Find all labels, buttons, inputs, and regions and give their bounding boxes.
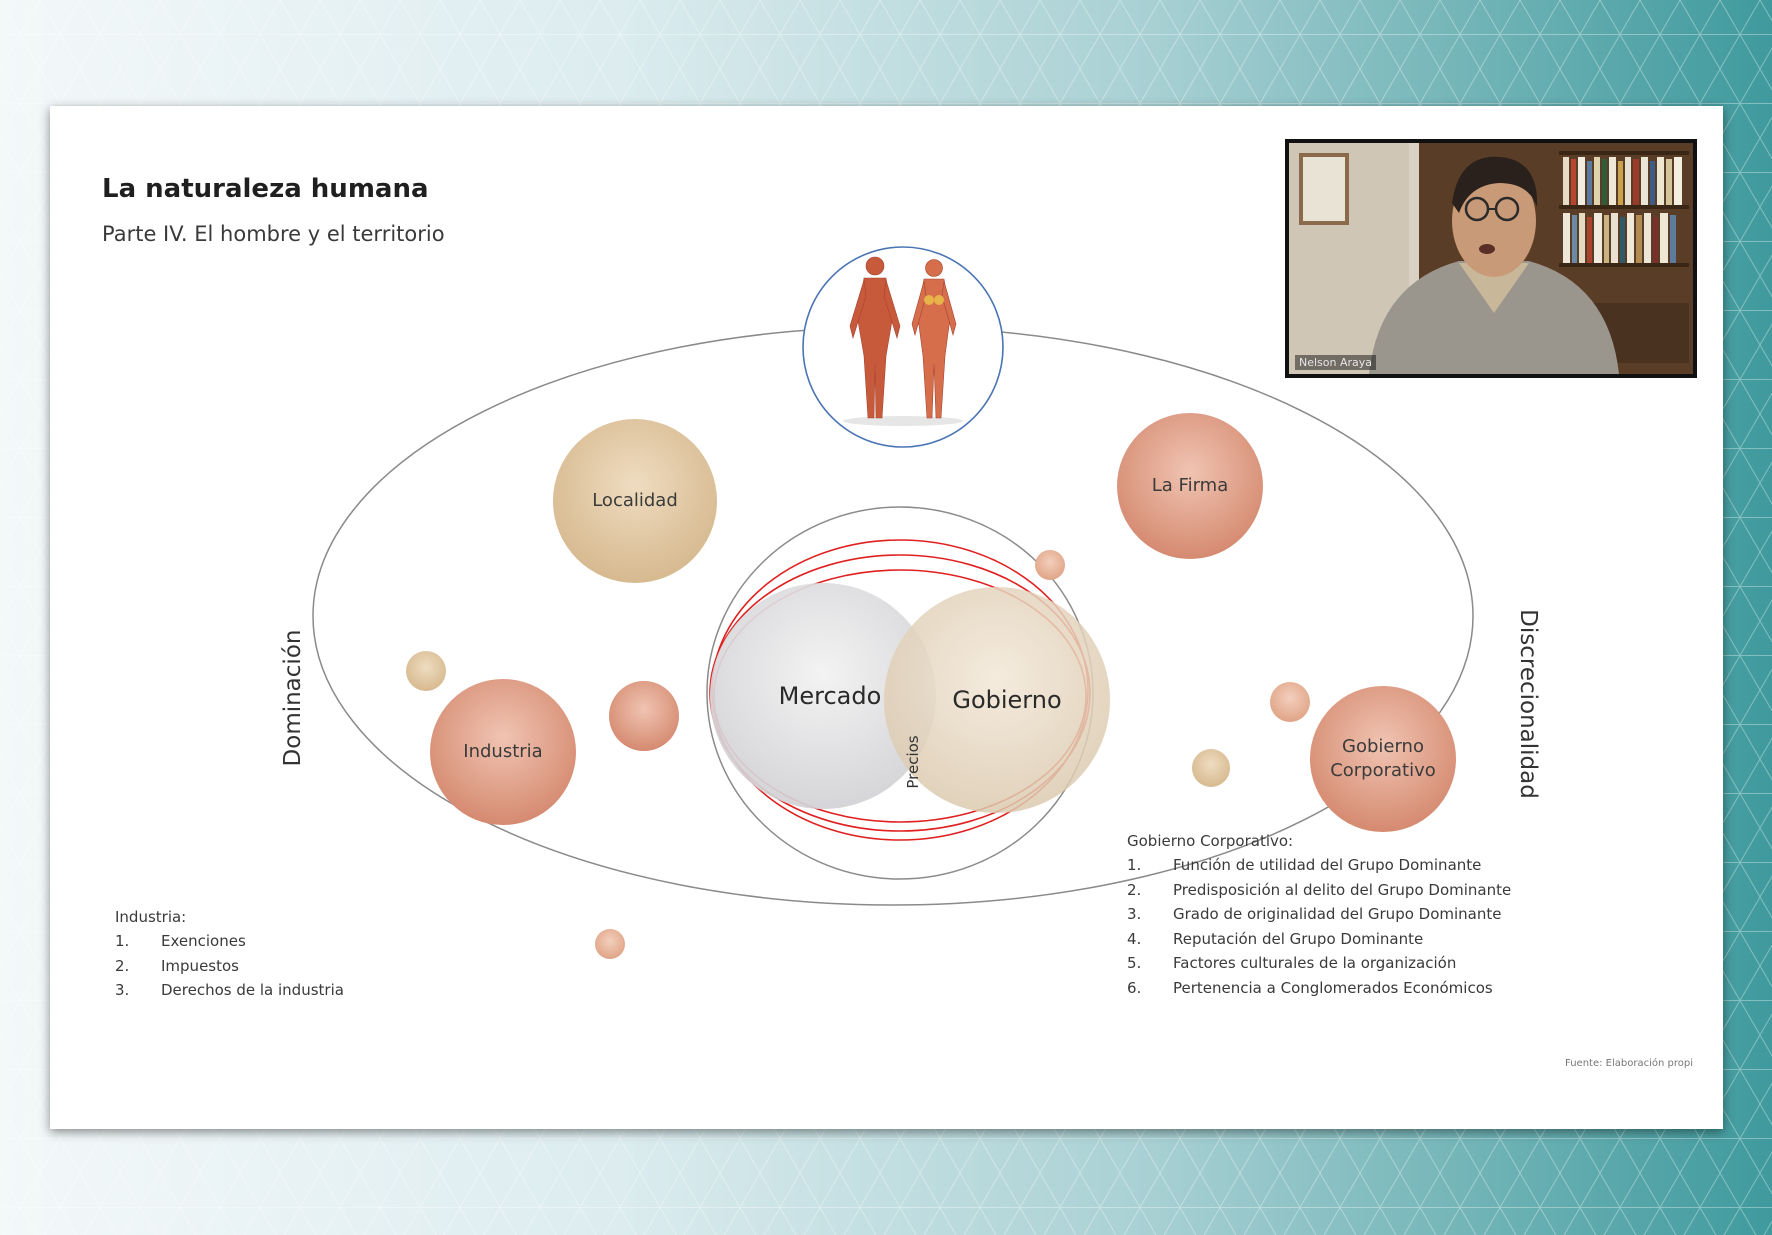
small-dot-1: [406, 651, 446, 691]
list-item: 2. Predisposición al delito del Grupo Do…: [1127, 880, 1512, 899]
list-item: 6. Pertenencia a Conglomerados Económico…: [1127, 978, 1493, 997]
localidad-circle: [553, 419, 717, 583]
small-dot-4: [1270, 682, 1310, 722]
discrecionalidad-axis-label: Discrecionalidad: [1515, 609, 1541, 799]
industria-list: Industria: 1. Exenciones 2. Impuestos 3.…: [115, 908, 344, 1003]
small-dot-5: [1192, 749, 1230, 787]
human-circle: [802, 246, 1004, 448]
industria-label: Industria: [463, 740, 543, 762]
list-item: 3. Derechos de la industria: [115, 981, 344, 1000]
list-item: 4. Reputación del Grupo Dominante: [1127, 929, 1424, 948]
small-dot-3: [1035, 550, 1065, 580]
list-item: 1. Exenciones: [115, 932, 246, 951]
gobierno-list-heading: Gobierno Corporativo:: [1127, 832, 1294, 850]
slide-subtitle: Parte IV. El hombre y el territorio: [102, 222, 445, 246]
speaker-person: [1369, 156, 1619, 374]
la-firma-circle: [1117, 413, 1263, 559]
speaker-video-tile[interactable]: Nelson Araya: [1285, 139, 1697, 378]
gobierno-corporativo-list: Gobierno Corporativo: 1. Función de util…: [1127, 832, 1511, 1000]
localidad-label: Localidad: [592, 489, 678, 511]
presentation-slide: La naturaleza humana Parte IV. El hombre…: [50, 106, 1723, 1129]
gobierno-circle: [884, 587, 1110, 813]
speaker-video-feed: [1289, 143, 1693, 374]
list-item: 2. Impuestos: [115, 956, 239, 975]
gobierno-label: Gobierno: [952, 685, 1062, 714]
participant-name: Nelson Araya: [1295, 355, 1377, 370]
gobierno-corporativo-label: Gobierno Corporativo: [1330, 735, 1436, 781]
small-dot-2: [609, 681, 679, 751]
mercado-label: Mercado: [778, 681, 882, 710]
list-item: 3. Grado de originalidad del Grupo Domin…: [1127, 905, 1502, 924]
bookshelf: [1559, 151, 1689, 363]
mercado-circle: [710, 583, 936, 809]
source-footnote: Fuente: Elaboración propi: [1565, 1058, 1693, 1069]
territory-diagram: [312, 246, 1474, 959]
dominacion-axis-label: Dominación: [280, 629, 306, 767]
small-dot-6: [595, 929, 625, 959]
la-firma-label: La Firma: [1151, 474, 1229, 496]
list-item: 5. Factores culturales de la organizació…: [1127, 954, 1457, 973]
industria-circle: [430, 679, 576, 825]
slide-title: La naturaleza humana: [102, 174, 429, 204]
gobierno-corporativo-circle: [1310, 686, 1456, 832]
human-anatomy-icon: [843, 256, 963, 426]
industria-list-heading: Industria:: [115, 908, 187, 926]
list-item: 1. Función de utilidad del Grupo Dominan…: [1127, 856, 1482, 875]
precios-label: Precios: [904, 735, 922, 789]
